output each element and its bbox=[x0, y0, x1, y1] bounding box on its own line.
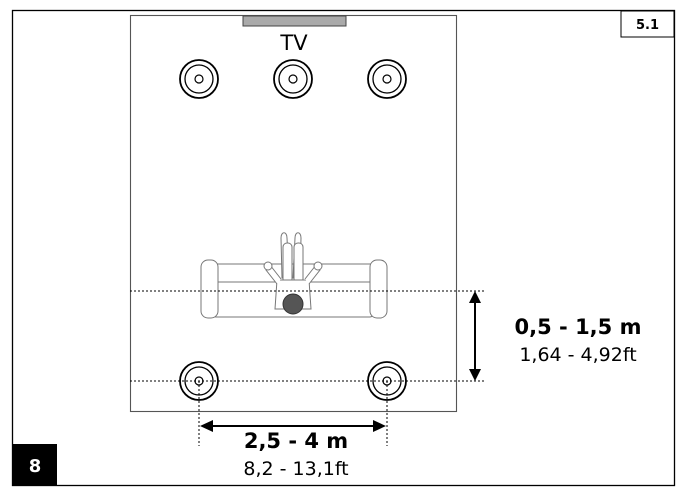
front-right-speaker-icon bbox=[367, 59, 407, 99]
speaker-spacing-arrow bbox=[200, 420, 386, 432]
seating-distance-metric: 0,5 - 1,5 m bbox=[515, 315, 642, 339]
tv-bar bbox=[242, 15, 347, 27]
speaker-spacing-imperial: 8,2 - 13,1ft bbox=[243, 458, 348, 480]
front-left-speaker-icon bbox=[179, 59, 219, 99]
dotted-guides bbox=[130, 290, 485, 446]
seating-distance-imperial: 1,64 - 4,92ft bbox=[519, 344, 636, 366]
page-number-box bbox=[13, 444, 57, 485]
page-number: 8 bbox=[29, 456, 42, 477]
seating-distance-arrow bbox=[469, 291, 481, 381]
center-speaker-icon bbox=[273, 59, 313, 99]
figure-badge-box bbox=[620, 10, 675, 38]
speaker-spacing-metric: 2,5 - 4 m bbox=[244, 429, 348, 453]
diagram-outer-border bbox=[11, 9, 676, 487]
figure-badge: 5.1 bbox=[636, 18, 659, 33]
listener-icon bbox=[263, 232, 323, 315]
tv-label: TV bbox=[279, 31, 308, 55]
